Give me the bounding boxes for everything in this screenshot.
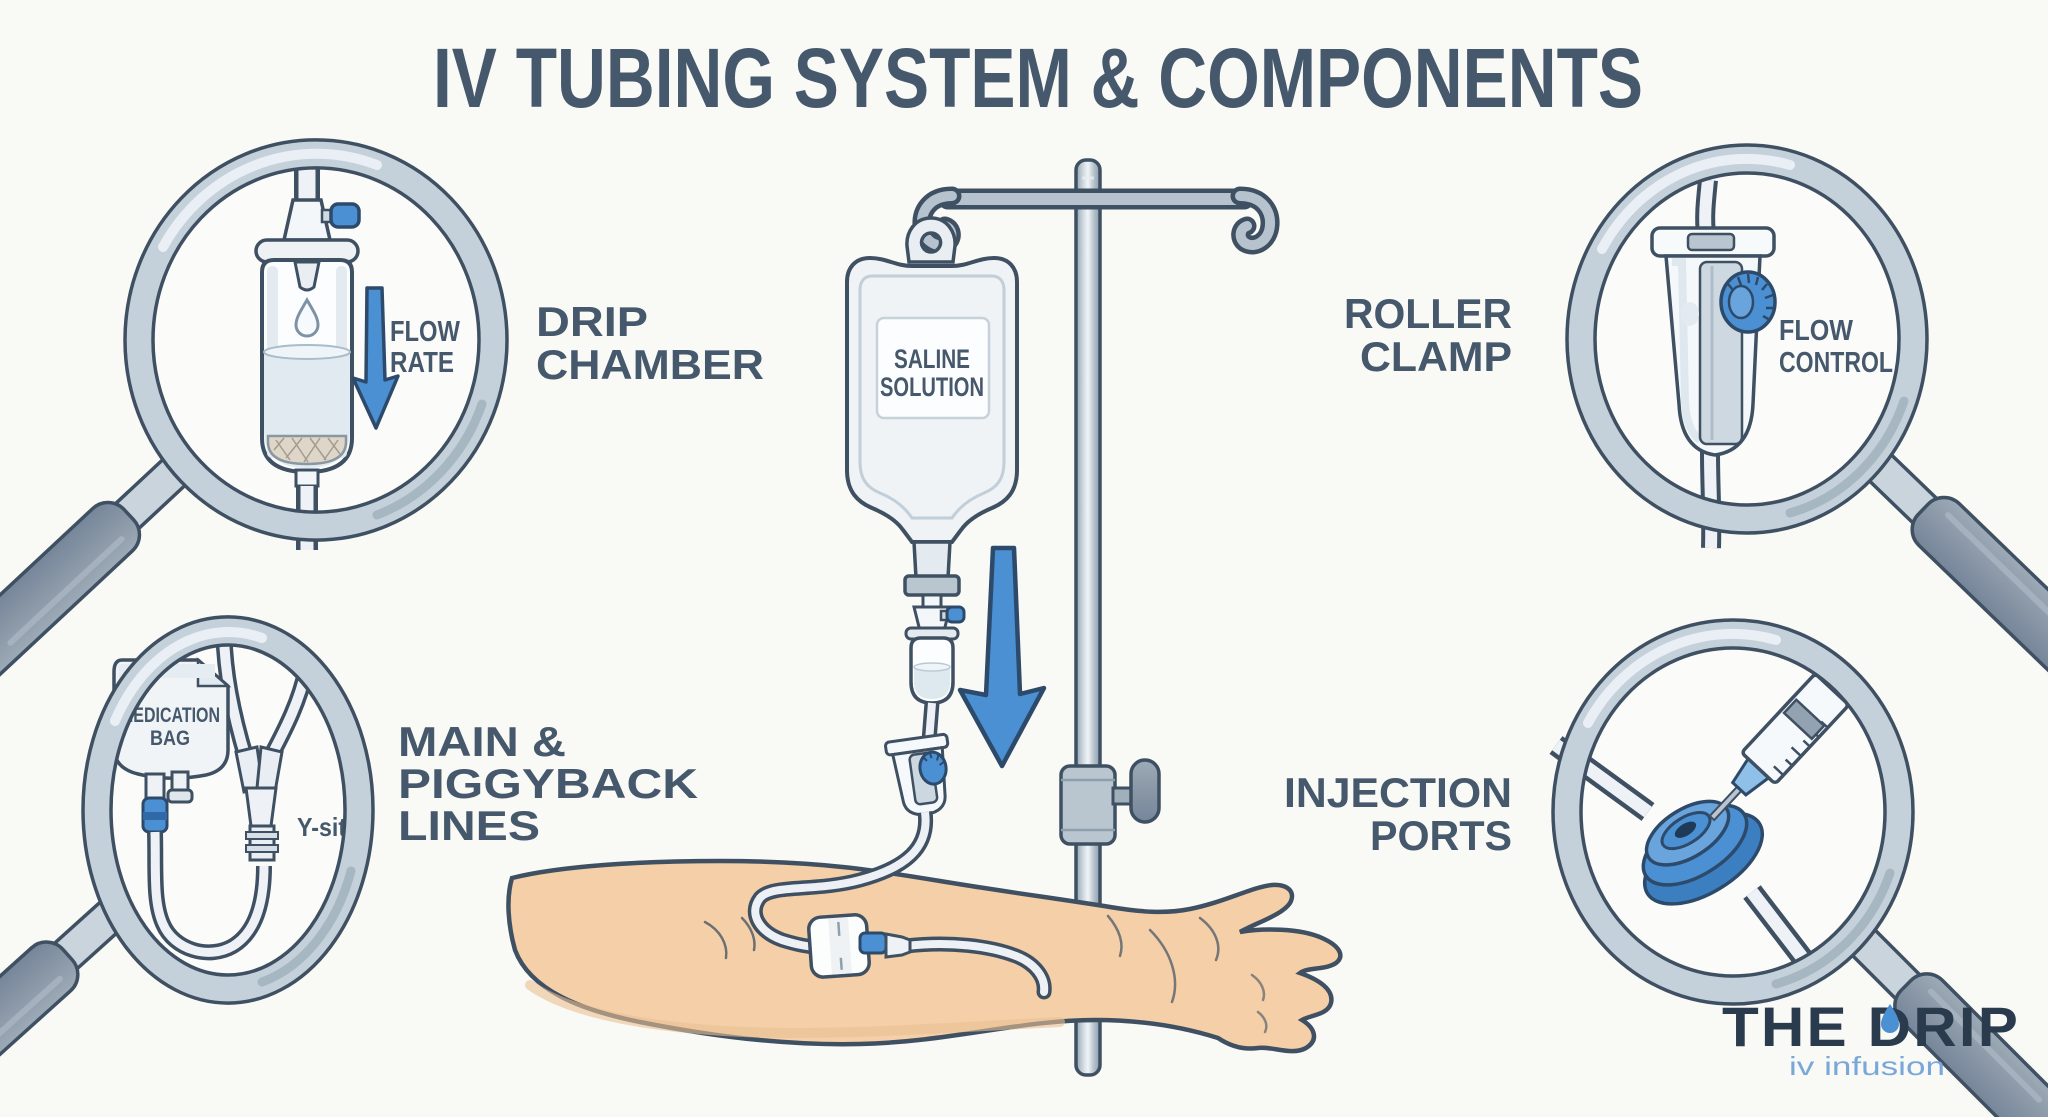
pole-clamp-knob-icon bbox=[1059, 758, 1161, 846]
spike-vent-cap-icon bbox=[945, 605, 966, 624]
iv-pole-icon bbox=[912, 158, 1280, 1077]
injection-ports-label-line1: INJECTION bbox=[1284, 769, 1512, 816]
main-roller-clamp-icon bbox=[884, 732, 950, 817]
flow-rate-line2: RATE bbox=[390, 347, 454, 379]
roller-clamp-label-line1: ROLLER bbox=[1344, 290, 1512, 337]
magnifier-roller-clamp: FLOW CONTROL bbox=[1565, 143, 2048, 752]
catheter-hub-icon bbox=[858, 931, 888, 955]
drip-chamber-label-line1: DRIP bbox=[536, 298, 648, 345]
y-site-connector-icon bbox=[234, 745, 284, 862]
roller-clamp-label-line2: CLAMP bbox=[1360, 333, 1512, 380]
drop-icon bbox=[294, 297, 320, 338]
main-piggyback-label-line2: PIGGYBACK bbox=[398, 760, 698, 807]
flow-control-line1: FLOW bbox=[1779, 315, 1854, 347]
flow-rate-line1: FLOW bbox=[390, 316, 461, 348]
main-drip-chamber-icon bbox=[909, 636, 955, 705]
saline-label-line2: SOLUTION bbox=[880, 372, 984, 402]
main-piggyback-label-line1: MAIN & bbox=[398, 718, 566, 765]
page-title: IV TUBING SYSTEM & COMPONENTS bbox=[433, 31, 1643, 125]
injection-ports-label-line2: PORTS bbox=[1370, 812, 1512, 859]
drip-chamber-label-line2: CHAMBER bbox=[536, 341, 764, 388]
flow-direction-arrow-icon bbox=[957, 545, 1047, 769]
magnifier-injection-ports bbox=[1549, 618, 2048, 1117]
logo-wordmark: THE DRIP bbox=[1722, 995, 2020, 1058]
injection-port-icon bbox=[1641, 799, 1765, 906]
iv-site bbox=[747, 810, 1052, 1000]
logo-droplet-icon bbox=[1881, 1004, 1899, 1033]
callout-labels: DRIP CHAMBER MAIN & PIGGYBACK LINES ROLL… bbox=[398, 290, 1512, 859]
saline-bag-icon: SALINE SOLUTION bbox=[845, 216, 1019, 817]
saline-label-line1: SALINE bbox=[894, 344, 970, 374]
patient-arm bbox=[506, 858, 1343, 1054]
medication-bag-line2: BAG bbox=[150, 727, 190, 750]
main-piggyback-label-line3: LINES bbox=[398, 802, 540, 849]
brand-logo: THE DRIP iv infusion bbox=[1722, 995, 2020, 1081]
magnifier-drip-chamber: FLOW RATE bbox=[0, 138, 509, 754]
flow-control-line2: CONTROL bbox=[1779, 347, 1893, 379]
flow-rate-arrow-icon bbox=[351, 286, 400, 430]
logo-tagline: iv infusion bbox=[1789, 1051, 1945, 1081]
vent-cap-icon bbox=[329, 202, 361, 229]
magnifier-main-piggyback: MEDICATION BAG Y-site bbox=[0, 615, 375, 1117]
medication-bag-line1: MEDICATION bbox=[120, 704, 220, 727]
saline-bag-label-panel bbox=[875, 316, 991, 420]
